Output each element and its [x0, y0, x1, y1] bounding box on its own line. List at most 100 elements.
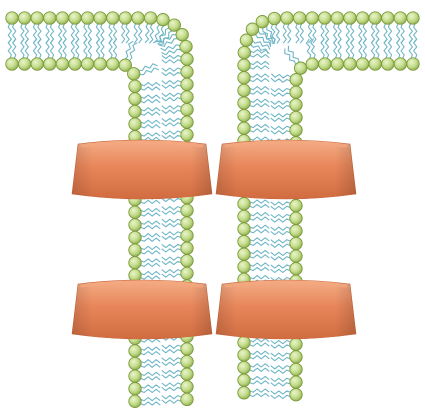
lipid-tail — [162, 55, 182, 58]
phospholipid-icon — [290, 200, 302, 212]
phospholipid-icon — [238, 361, 250, 373]
lipid-tail — [162, 396, 182, 399]
lipid-tail — [139, 68, 159, 75]
lipid-tail — [249, 91, 269, 94]
phospholipid-icon — [290, 111, 302, 123]
phospholipid-icon — [129, 118, 141, 130]
phospholipid-icon — [31, 12, 43, 24]
phospholipid-icon — [181, 91, 193, 103]
lipid-tail — [249, 389, 269, 392]
lipid-tail — [249, 368, 269, 371]
lipid-tail — [249, 356, 269, 359]
lipid-tail — [140, 364, 160, 367]
lipid-tail — [249, 112, 269, 115]
phospholipid-icon — [129, 219, 141, 231]
lipid-tail — [162, 131, 182, 134]
phospholipid-icon — [6, 12, 18, 24]
lipid-tail — [252, 40, 270, 49]
lipid-tail — [140, 100, 160, 103]
phospholipid-icon — [238, 210, 250, 222]
phospholipid-icon — [238, 248, 250, 260]
ring-protein-shade — [72, 280, 212, 339]
lipid-tail — [271, 227, 291, 230]
phospholipid-icon — [238, 261, 250, 273]
phospholipid-icon — [394, 58, 406, 70]
lipid-tail — [140, 133, 160, 136]
lipid-tail — [249, 242, 269, 245]
lipid-tail — [140, 112, 160, 115]
phospholipid-icon — [181, 393, 193, 405]
lipid-tail — [249, 124, 269, 127]
phospholipid-icon — [268, 12, 280, 24]
lipid-tail — [271, 244, 291, 247]
ring-protein-icon — [72, 280, 212, 339]
phospholipid-icon — [246, 23, 258, 35]
phospholipid-icon — [181, 217, 193, 229]
phospholipid-icon — [238, 336, 250, 348]
lipid-tail — [140, 377, 160, 380]
phospholipid-icon — [238, 198, 250, 210]
phospholipid-icon — [238, 59, 250, 71]
phospholipid-icon — [31, 58, 43, 70]
phospholipid-icon — [238, 374, 250, 386]
lipid-tail — [271, 240, 291, 243]
lipid-tail — [249, 137, 269, 140]
lipid-tail — [162, 249, 182, 252]
lipid-tail — [140, 347, 160, 350]
phospholipid-icon — [181, 116, 193, 128]
ring-protein-shade — [72, 140, 212, 199]
lipid-tail — [162, 370, 182, 373]
phospholipid-icon — [238, 46, 250, 58]
lipid-tail — [162, 270, 182, 273]
phospholipid-icon — [144, 12, 156, 24]
lipid-tail — [140, 352, 160, 355]
lipid-tail — [162, 72, 182, 75]
lipid-tail — [140, 246, 160, 249]
lipid-tail — [138, 64, 158, 71]
lipid-tail — [249, 104, 269, 107]
lipid-tail — [162, 358, 182, 361]
lipid-tail — [249, 213, 269, 216]
lipid-head-layer — [6, 12, 419, 408]
lipid-tail — [162, 375, 182, 378]
lipid-tail — [145, 23, 149, 43]
lipid-tail — [271, 341, 291, 344]
phospholipid-icon — [356, 58, 368, 70]
phospholipid-icon — [181, 229, 193, 241]
lipid-tail — [271, 358, 291, 361]
lipid-tail — [140, 402, 160, 405]
lipid-tail — [140, 259, 160, 262]
lipid-tail — [271, 265, 291, 268]
phospholipid-icon — [18, 58, 30, 70]
lipid-tail — [271, 353, 291, 356]
lipid-tail — [249, 87, 269, 90]
lipid-tail — [134, 23, 137, 43]
phospholipid-icon — [129, 93, 141, 105]
phospholipid-icon — [129, 231, 141, 243]
phospholipid-icon — [238, 84, 250, 96]
phospholipid-icon — [6, 58, 18, 70]
phospholipid-icon — [69, 58, 81, 70]
lipid-tail — [162, 93, 182, 96]
phospholipid-icon — [129, 357, 141, 369]
phospholipid-icon — [129, 257, 141, 269]
ring-protein-icon — [72, 140, 212, 199]
phospholipid-icon — [129, 345, 141, 357]
lipid-tail — [162, 211, 182, 214]
phospholipid-icon — [56, 58, 68, 70]
phospholipid-icon — [181, 78, 193, 90]
lipid-tail — [306, 39, 310, 59]
lipid-tail — [129, 43, 137, 61]
lipid-tail — [249, 250, 269, 253]
phospholipid-icon — [290, 351, 302, 363]
lipid-tail — [271, 74, 291, 78]
lipid-tail — [140, 272, 160, 275]
lipid-tail — [271, 118, 291, 121]
lipid-tail — [140, 209, 160, 212]
lipid-tail — [140, 276, 160, 279]
lipid-tail — [162, 110, 182, 113]
lipid-tail — [140, 221, 160, 224]
lipid-tail — [249, 78, 269, 81]
lipid-tail — [271, 114, 291, 117]
